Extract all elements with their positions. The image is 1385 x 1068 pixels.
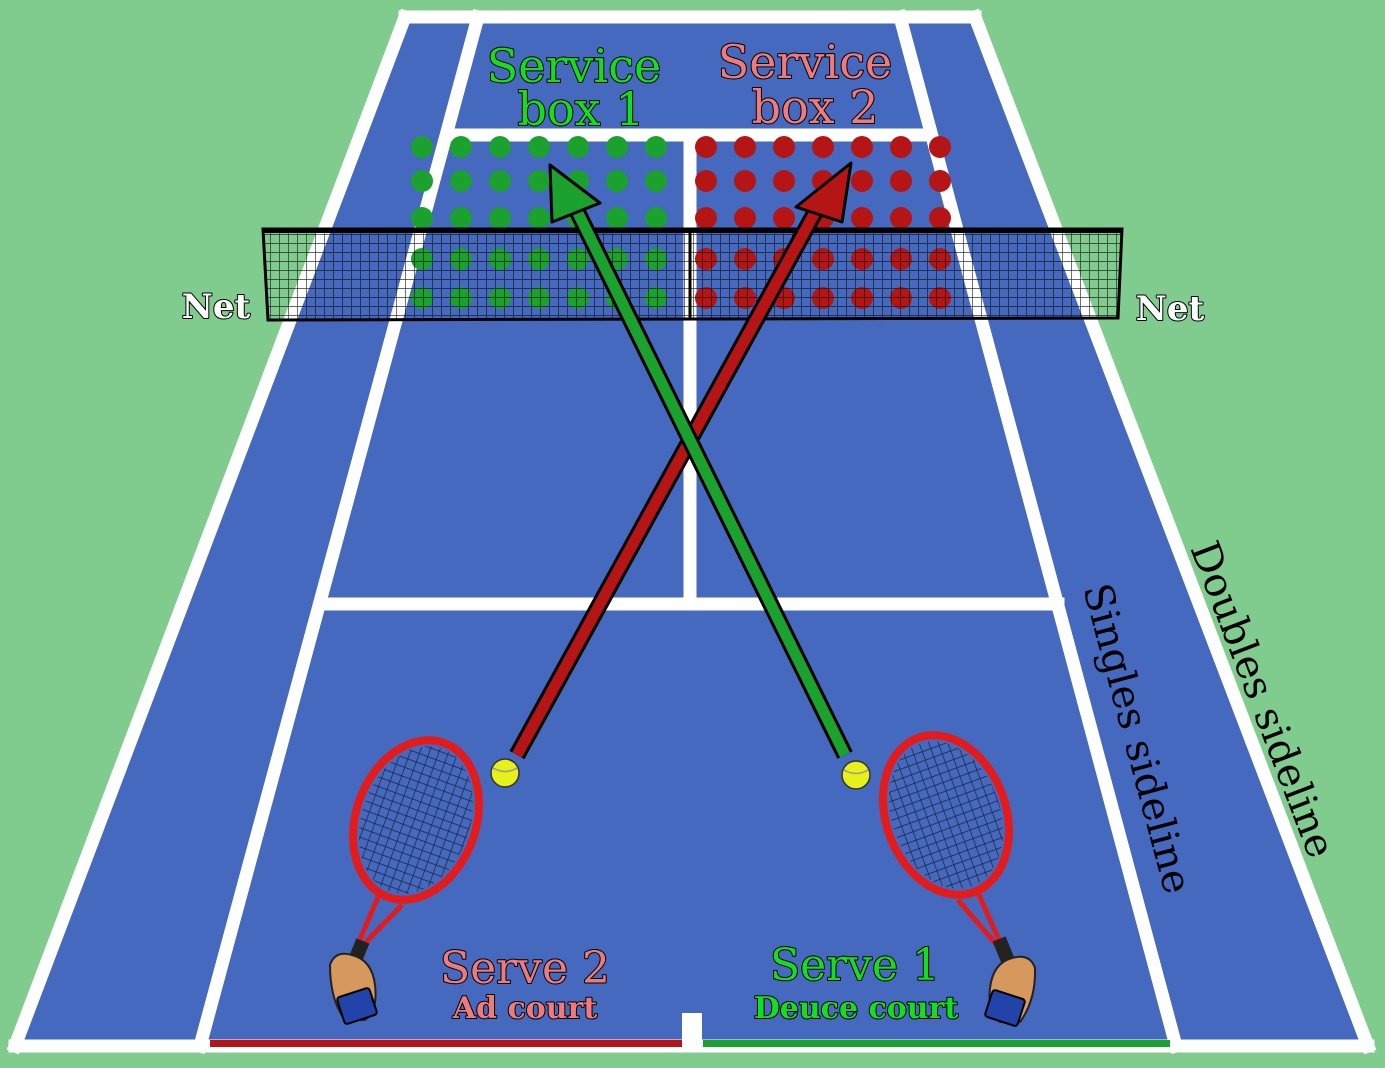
target-dot bbox=[851, 170, 873, 192]
target-dot bbox=[411, 136, 433, 158]
target-dot bbox=[695, 170, 717, 192]
net-label-left: Net bbox=[182, 287, 251, 327]
target-dot bbox=[890, 207, 912, 229]
target-dot bbox=[929, 207, 951, 229]
target-dot bbox=[773, 136, 795, 158]
target-dot bbox=[773, 207, 795, 229]
target-dot bbox=[450, 170, 472, 192]
service-box-1-label-line2: box 1 bbox=[518, 82, 645, 136]
doubles-sideline-right bbox=[966, 8, 1377, 1055]
tennis-racket-icon bbox=[879, 731, 1016, 966]
target-dot bbox=[411, 207, 433, 229]
doubles-sideline-left bbox=[6, 8, 414, 1055]
target-dot bbox=[645, 170, 667, 192]
hand-icon bbox=[984, 955, 1037, 1027]
target-dot bbox=[851, 207, 873, 229]
target-dot bbox=[528, 207, 550, 229]
hand-icon bbox=[328, 952, 378, 1025]
target-dot bbox=[489, 170, 511, 192]
net-mesh bbox=[263, 229, 1122, 320]
serve-arrow-red bbox=[509, 161, 853, 760]
target-dot bbox=[528, 170, 550, 192]
target-dot bbox=[890, 170, 912, 192]
target-dot bbox=[890, 136, 912, 158]
tennis-ball-icon bbox=[490, 758, 520, 788]
target-dot bbox=[851, 136, 873, 158]
target-dot bbox=[734, 136, 756, 158]
target-dot bbox=[734, 170, 756, 192]
target-dot bbox=[734, 207, 756, 229]
service-box-1-label-line1: Service bbox=[487, 39, 661, 93]
ad-court-label: Ad court bbox=[452, 991, 598, 1026]
target-dot bbox=[606, 207, 628, 229]
target-dot bbox=[773, 170, 795, 192]
target-dot bbox=[929, 136, 951, 158]
target-dot bbox=[489, 136, 511, 158]
tennis-ball-icon bbox=[841, 760, 871, 790]
target-dot bbox=[606, 136, 628, 158]
net bbox=[261, 227, 1124, 322]
serve-2-label: Serve 2 bbox=[440, 943, 610, 994]
target-dot bbox=[695, 136, 717, 158]
target-dot bbox=[645, 136, 667, 158]
serve-arrow-green bbox=[548, 163, 853, 759]
target-dot bbox=[450, 207, 472, 229]
target-dot bbox=[695, 207, 717, 229]
service-box-2-label-line2: box 2 bbox=[752, 80, 879, 134]
target-dot bbox=[606, 170, 628, 192]
target-dot bbox=[645, 207, 667, 229]
deuce-court-label: Deuce court bbox=[754, 991, 959, 1026]
target-dot bbox=[489, 207, 511, 229]
net-label-right: Net bbox=[1136, 289, 1205, 329]
singles-sideline-left bbox=[192, 9, 486, 1054]
tennis-racket-icon bbox=[346, 736, 483, 968]
target-dot bbox=[812, 136, 834, 158]
target-dot bbox=[929, 170, 951, 192]
ad-court-strip bbox=[210, 1040, 682, 1047]
deuce-court-strip bbox=[703, 1040, 1170, 1047]
target-dot bbox=[528, 136, 550, 158]
target-dot bbox=[567, 136, 589, 158]
center-mark bbox=[682, 1013, 702, 1051]
serve-1-label: Serve 1 bbox=[770, 940, 940, 991]
service-box-2-label-line1: Service bbox=[718, 35, 892, 89]
target-dot bbox=[411, 170, 433, 192]
target-dot bbox=[450, 136, 472, 158]
